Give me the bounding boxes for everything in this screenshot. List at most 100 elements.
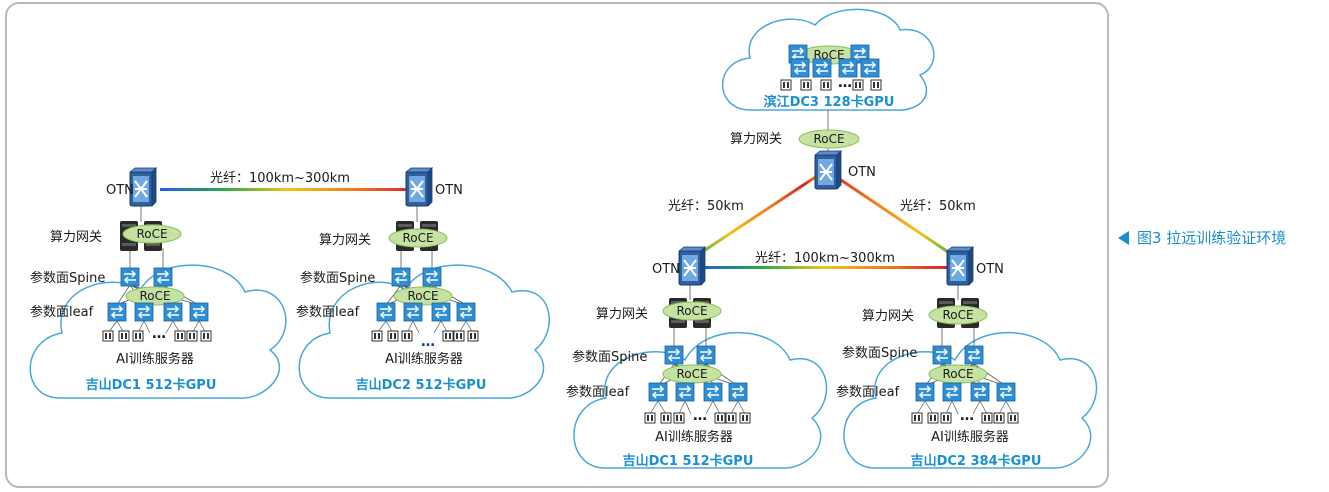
gpu-server-icon (401, 330, 413, 342)
gpu-server-icon (714, 412, 726, 424)
dc-label: 吉山DC1 512卡GPU (623, 453, 754, 469)
ellipsis: … (152, 326, 166, 342)
gpu-server-icon (852, 79, 864, 91)
leaf-switch-icon (790, 58, 810, 78)
gpu-server-icon (644, 412, 656, 424)
roce-label: RoCE (676, 304, 707, 318)
leaf-switch-icon (728, 382, 748, 402)
leaf-switch-icon (675, 382, 695, 402)
gpu-server-icon (780, 79, 792, 91)
otn-label: OTN (652, 262, 680, 277)
servers-label: AI训练服务器 (385, 351, 463, 367)
gpu-server-icon (200, 330, 212, 342)
gpu-server-icon (387, 330, 399, 342)
roce-label: RoCE (139, 289, 170, 303)
ellipsis: … (838, 75, 852, 91)
cloud-shape (29, 264, 287, 399)
gateway-label: 算力网关 (730, 132, 782, 147)
spine-switch-icon (696, 345, 716, 365)
leaf-switch-icon (996, 382, 1016, 402)
leaf-switch-icon (456, 302, 476, 322)
servers-label: AI训练服务器 (931, 429, 1009, 445)
gateway-label: 算力网关 (319, 233, 371, 248)
gpu-server-icon (673, 412, 685, 424)
fiber-label: 光纤：50km (900, 199, 976, 214)
spine-switch-icon (964, 345, 984, 365)
dc-label: 吉山DC2 384卡GPU (911, 453, 1042, 469)
roce-label: RoCE (942, 308, 973, 322)
spine-label: 参数面Spine (300, 270, 375, 286)
spine-switch-icon (422, 267, 442, 287)
leaf-switch-icon (431, 302, 451, 322)
leaf-label: 参数面leaf (836, 384, 900, 400)
leaf-switch-icon (648, 382, 668, 402)
spine-label: 参数面Spine (842, 345, 917, 361)
cloud-shape (843, 331, 1098, 469)
fiber-label: 光纤：50km (668, 199, 744, 214)
fiber-label: 光纤：100km~300km (755, 251, 895, 266)
spine-switch-icon (664, 345, 684, 365)
servers-label: AI训练服务器 (116, 351, 194, 367)
roce-label: RoCE (676, 367, 707, 381)
leaf-label: 参数面leaf (566, 384, 630, 400)
gpu-server-icon (911, 412, 923, 424)
gateway-label: 算力网关 (862, 309, 914, 324)
gpu-server-icon (132, 330, 144, 342)
roce-badge (928, 305, 988, 325)
gpu-server-icon (174, 330, 186, 342)
roce-badge (125, 286, 185, 306)
otn-switch-icon (405, 167, 433, 207)
ellipsis: … (421, 334, 435, 350)
otn-switch-icon (678, 246, 706, 286)
leaf-switch-icon (703, 382, 723, 402)
gpu-server-icon (739, 412, 751, 424)
leaf-switch-icon (107, 302, 127, 322)
gpu-server-icon (467, 330, 479, 342)
leaf-switch-icon (860, 58, 880, 78)
spine-switch-icon (153, 267, 173, 287)
leaf-label: 参数面leaf (30, 304, 94, 320)
leaf-switch-icon (812, 58, 832, 78)
spine-label: 参数面Spine (572, 349, 647, 365)
roce-badge (393, 286, 453, 306)
gpu-server-icon (927, 412, 939, 424)
otn-label: OTN (106, 183, 134, 198)
gpu-server-icon (820, 79, 832, 91)
fiber-link-left (160, 188, 416, 191)
gpu-server-icon (660, 412, 672, 424)
roce-label: RoCE (813, 132, 844, 146)
roce-label: RoCE (136, 227, 167, 241)
spine-label: 参数面Spine (30, 270, 105, 286)
dc-label: 滨江DC3 128卡GPU (764, 94, 895, 110)
gpu-server-icon (102, 330, 114, 342)
gpu-server-icon (993, 412, 1005, 424)
gpu-server-icon (453, 330, 465, 342)
gpu-server-icon (442, 330, 454, 342)
cloud-shape (573, 331, 828, 469)
spine-switch-icon (391, 267, 411, 287)
gpu-server-icon (1007, 412, 1019, 424)
diagram-frame (5, 2, 1109, 488)
gateway-label: 算力网关 (50, 230, 102, 245)
gpu-server-icon (940, 412, 952, 424)
roce-label: RoCE (402, 231, 433, 245)
dc-label: 吉山DC2 512卡GPU (356, 377, 487, 393)
roce-badge (388, 228, 448, 248)
fiber-link-right-right (831, 172, 961, 262)
roce-badge (662, 301, 722, 321)
roce-badge (122, 224, 182, 244)
otn-label: OTN (976, 262, 1004, 277)
ellipsis: … (960, 408, 974, 424)
gpu-server-icon (870, 79, 882, 91)
roce-badge (798, 129, 860, 149)
otn-label: OTN (435, 183, 463, 198)
leaf-switch-icon (376, 302, 396, 322)
otn-label: OTN (848, 165, 876, 180)
gpu-server-icon (186, 330, 198, 342)
leaf-switch-icon (970, 382, 990, 402)
ellipsis: … (693, 408, 707, 424)
spine-switch-icon (932, 345, 952, 365)
fiber-link-right-left (689, 172, 821, 262)
roce-label: RoCE (942, 367, 973, 381)
